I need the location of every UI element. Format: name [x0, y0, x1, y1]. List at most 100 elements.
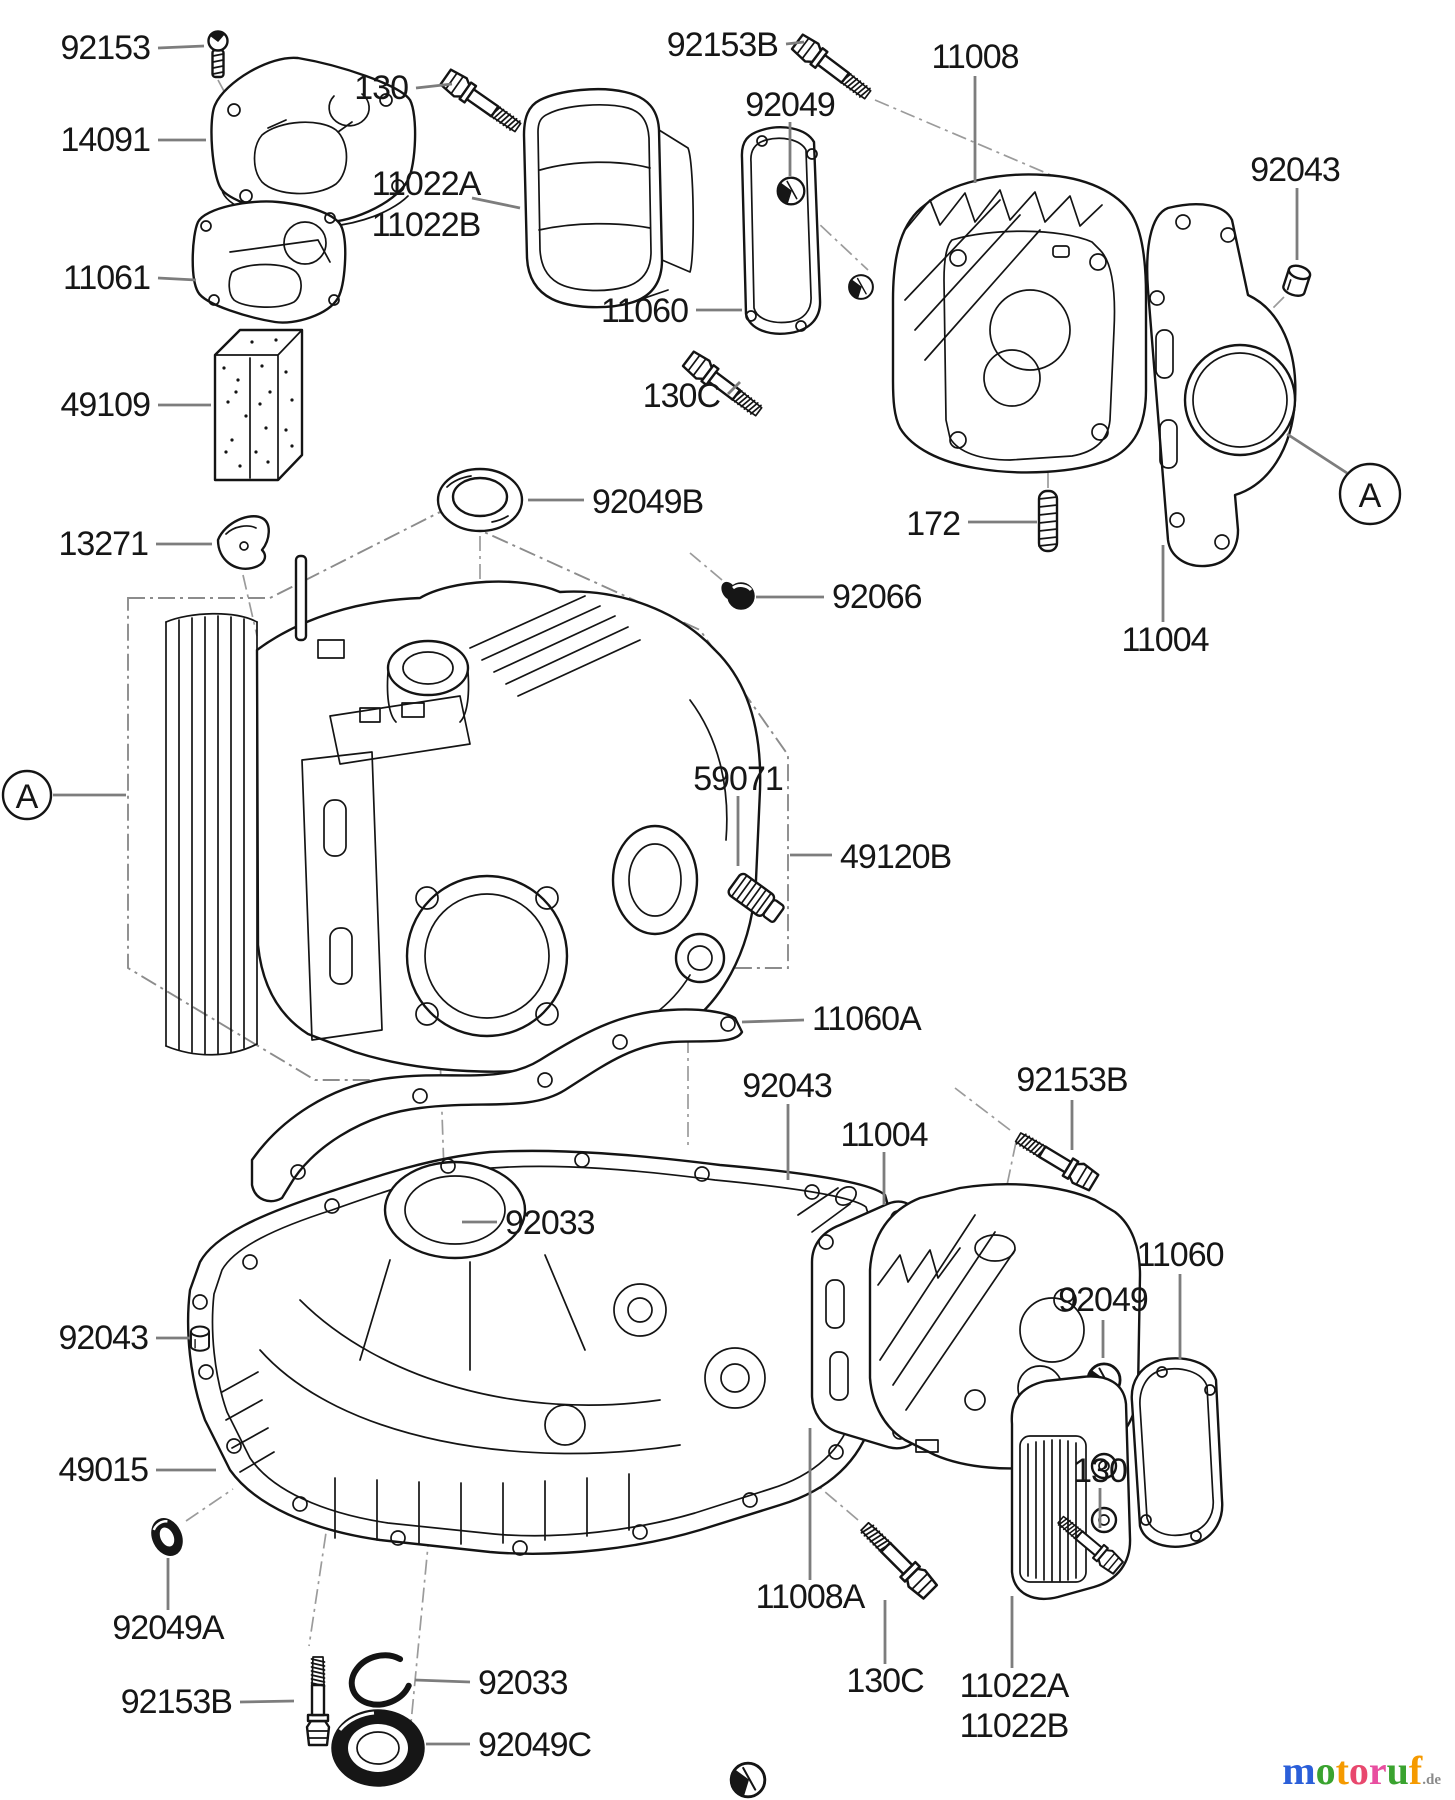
logo-letter: o [1315, 1748, 1336, 1793]
part-head-11008 [891, 173, 1148, 474]
part-bolt-92153B-bottom [305, 1655, 331, 1747]
part-label-130C: 130C [846, 1662, 924, 1700]
axis-dash-line [242, 574, 258, 637]
part-label-11022B: 11022B [960, 1707, 1069, 1745]
part-label-59071: 59071 [693, 760, 783, 798]
logo-suffix: .de [1422, 1772, 1441, 1788]
view-ref-circle [1338, 462, 1402, 526]
leader-line [471, 196, 521, 210]
axis-dash-line [689, 552, 723, 581]
group-boundary-49120B [127, 510, 789, 1081]
part-label-92049: 92049 [1058, 1281, 1148, 1319]
leader-line [785, 40, 805, 46]
part-label-11008A: 11008A [756, 1578, 866, 1616]
part-label-92153B: 92153B [1016, 1061, 1127, 1099]
part-label-92033: 92033 [505, 1204, 595, 1242]
part-plug-92043-top [1280, 262, 1313, 300]
leader-line [239, 1699, 295, 1704]
part-seal-92049B [436, 467, 524, 533]
axis-dash-line [308, 1505, 331, 1647]
leader-line [414, 1678, 471, 1684]
leader-line [415, 82, 453, 90]
leader-line [157, 44, 205, 50]
part-label-92153: 92153 [60, 29, 150, 67]
part-label-92049A: 92049A [112, 1609, 225, 1647]
part-label-49109: 49109 [60, 386, 150, 424]
logo-letter: m [1282, 1748, 1316, 1793]
axis-dash-line [185, 1488, 234, 1522]
part-label-11060: 11060 [1136, 1236, 1223, 1274]
part-label-11022A: 11022A [960, 1667, 1070, 1705]
axis-dash-line [954, 1087, 1011, 1131]
part-label-92033: 92033 [478, 1664, 568, 1702]
part-label-49015: 49015 [58, 1451, 148, 1489]
part-label-49120B: 49120B [840, 838, 951, 876]
logo-letter: r [1368, 1748, 1387, 1793]
leader-line [741, 1018, 805, 1024]
part-plug-59071 [727, 872, 785, 923]
part-gasket-11004-top [1146, 203, 1297, 568]
part-label-11008: 11008 [931, 38, 1018, 76]
part-label-130: 130 [1073, 1452, 1127, 1490]
part-label-92066: 92066 [832, 578, 922, 616]
part-label-92049: 92049 [745, 86, 835, 124]
part-damper-13271 [216, 515, 270, 570]
part-plug-92043-left [189, 1325, 211, 1352]
part-element-49109 [213, 328, 304, 482]
part-label-172: 172 [906, 505, 960, 543]
part-seal-92049A [151, 1518, 183, 1556]
part-label-92049C: 92049C [478, 1726, 592, 1764]
part-screw-92153 [207, 30, 229, 79]
part-plug-92066 [721, 581, 755, 610]
part-label-11060A: 11060A [812, 1000, 922, 1038]
part-cover-11022-top [522, 87, 695, 309]
part-cap-bottom-edge [729, 1761, 767, 1799]
part-label-11022B: 11022B [372, 206, 481, 244]
part-circlip-92033-bottom [348, 1652, 412, 1708]
part-cap-92049-top2 [848, 274, 874, 300]
axis-dash-line [789, 1461, 859, 1521]
part-label-130C: 130C [643, 377, 721, 415]
part-gasket-11060A [250, 1008, 744, 1203]
part-label-92043: 92043 [1250, 151, 1340, 189]
motoruf-watermark-logo: motoruf.de [1282, 1747, 1441, 1794]
part-oilpan-49015 [186, 1149, 899, 1556]
part-bolt-130-top [438, 66, 526, 138]
view-ref-circle [1, 769, 53, 821]
part-label-11004: 11004 [840, 1116, 927, 1154]
logo-letter: o [1348, 1748, 1369, 1793]
part-bolt-130C-bottom [855, 1517, 940, 1602]
part-label-92043: 92043 [742, 1067, 832, 1105]
part-label-11022A: 11022A [372, 165, 482, 203]
leader-line [157, 276, 197, 282]
view-ref-letter: A [16, 778, 39, 816]
part-gasket-11060-bottom [1130, 1357, 1224, 1548]
part-cap-92049-top [776, 176, 806, 206]
logo-letter: t [1335, 1748, 1349, 1793]
part-gasket-11061 [191, 200, 347, 324]
part-label-92043: 92043 [58, 1319, 148, 1357]
logo-letter: u [1386, 1748, 1409, 1793]
part-label-11004: 11004 [1121, 621, 1208, 659]
part-engine-49120B [165, 554, 762, 1073]
part-label-92153B: 92153B [121, 1683, 232, 1721]
part-bolt-92153B-mid [1011, 1126, 1101, 1194]
leader-line [1286, 432, 1348, 475]
part-gasket-11060-top [740, 126, 822, 335]
part-seal-92049C [331, 1709, 425, 1787]
part-label-14091: 14091 [60, 121, 150, 159]
view-ref-letter: A [1359, 477, 1382, 515]
part-label-92049B: 92049B [592, 483, 703, 521]
leader-line [727, 381, 741, 395]
part-label-92153B: 92153B [667, 26, 778, 64]
part-label-11060: 11060 [601, 292, 688, 330]
part-label-130: 130 [354, 69, 408, 107]
axis-dash-line [799, 205, 869, 271]
axis-dash-line [874, 99, 1087, 191]
part-stud-172 [1037, 489, 1059, 553]
labels-layer: 921531409111061491091327113011022A11022B… [1, 26, 1402, 1764]
part-label-13271: 13271 [58, 525, 148, 563]
logo-letter: f [1408, 1748, 1423, 1793]
